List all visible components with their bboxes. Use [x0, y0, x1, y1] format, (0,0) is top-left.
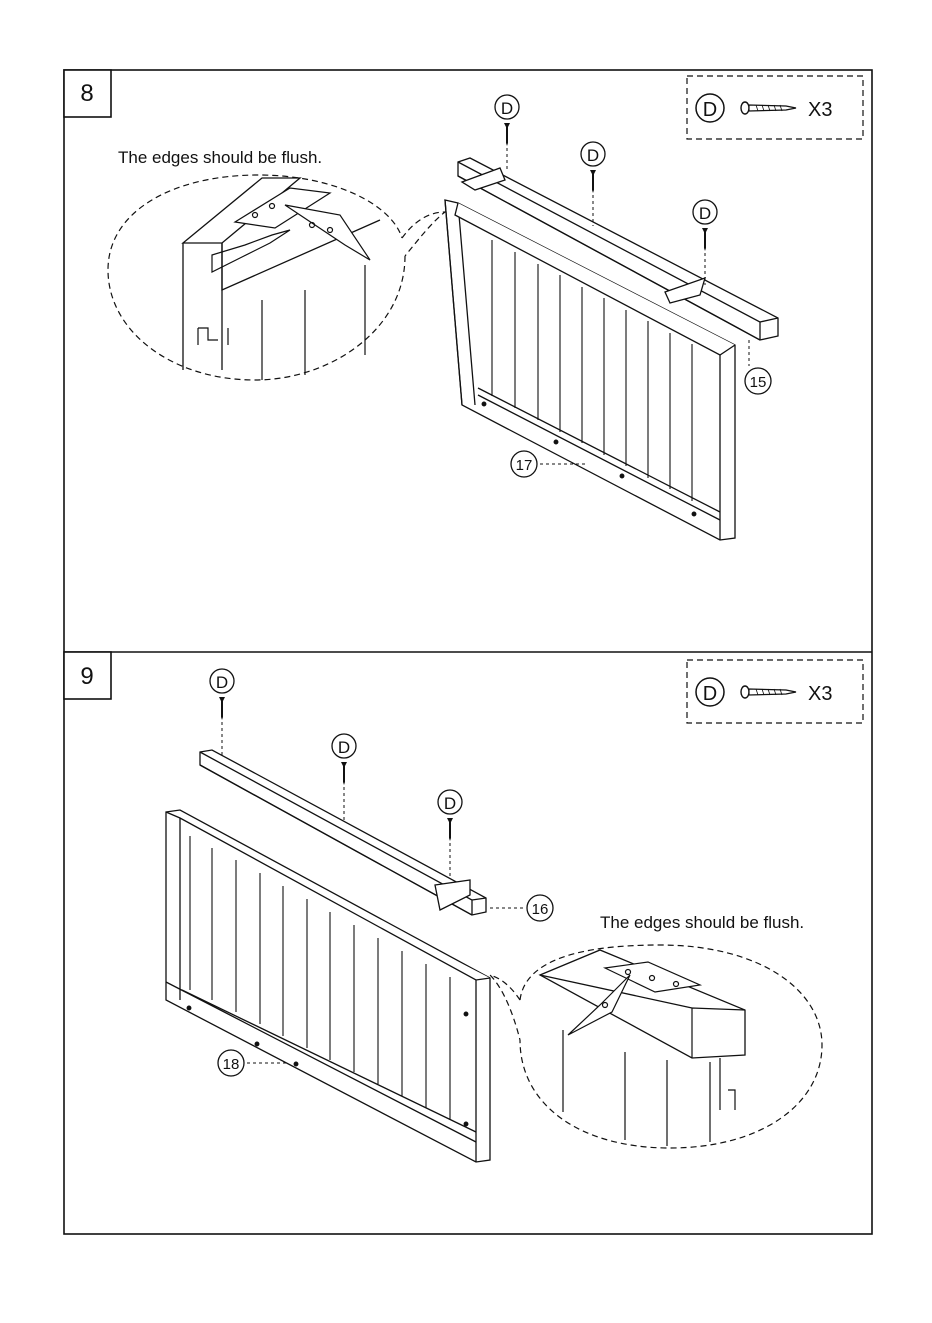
svg-text:D: D	[699, 204, 711, 223]
step-number: 8	[80, 80, 93, 107]
svg-text:16: 16	[532, 901, 549, 918]
parts-letter: D	[703, 683, 717, 705]
screw-d-3: D	[438, 790, 462, 878]
part-label-15: 15	[745, 340, 771, 394]
svg-text:D: D	[338, 738, 350, 757]
screw-d-1: D	[495, 95, 519, 170]
screw-d-2: D	[581, 142, 605, 226]
svg-text:15: 15	[750, 374, 767, 391]
screw-d-2: D	[332, 734, 356, 822]
svg-text:D: D	[587, 146, 599, 165]
parts-box: D X3	[687, 660, 863, 723]
callout-text: The edges should be flush.	[600, 913, 804, 932]
screw-icon	[741, 686, 796, 698]
part-label-16: 16	[490, 895, 553, 921]
svg-text:17: 17	[516, 457, 533, 474]
panel-part-18	[166, 810, 490, 1162]
svg-text:D: D	[216, 673, 228, 692]
parts-letter: D	[703, 99, 717, 121]
step-8: 8 D X3 The edges should be flush.	[64, 70, 863, 540]
svg-text:D: D	[444, 794, 456, 813]
step-9: 9 D X3 D D D	[64, 652, 863, 1162]
parts-box: D X3	[687, 76, 863, 139]
screw-d-1: D	[210, 669, 234, 756]
parts-quantity: X3	[808, 683, 832, 705]
panel-part-17	[445, 200, 735, 540]
step-number: 9	[80, 663, 93, 690]
svg-text:18: 18	[223, 1056, 240, 1073]
screw-d-3: D	[693, 200, 717, 285]
detail-bubble	[490, 945, 822, 1148]
callout-text: The edges should be flush.	[118, 148, 322, 167]
screw-icon	[741, 102, 796, 114]
parts-quantity: X3	[808, 99, 832, 121]
svg-text:D: D	[501, 99, 513, 118]
detail-bubble	[108, 175, 445, 380]
